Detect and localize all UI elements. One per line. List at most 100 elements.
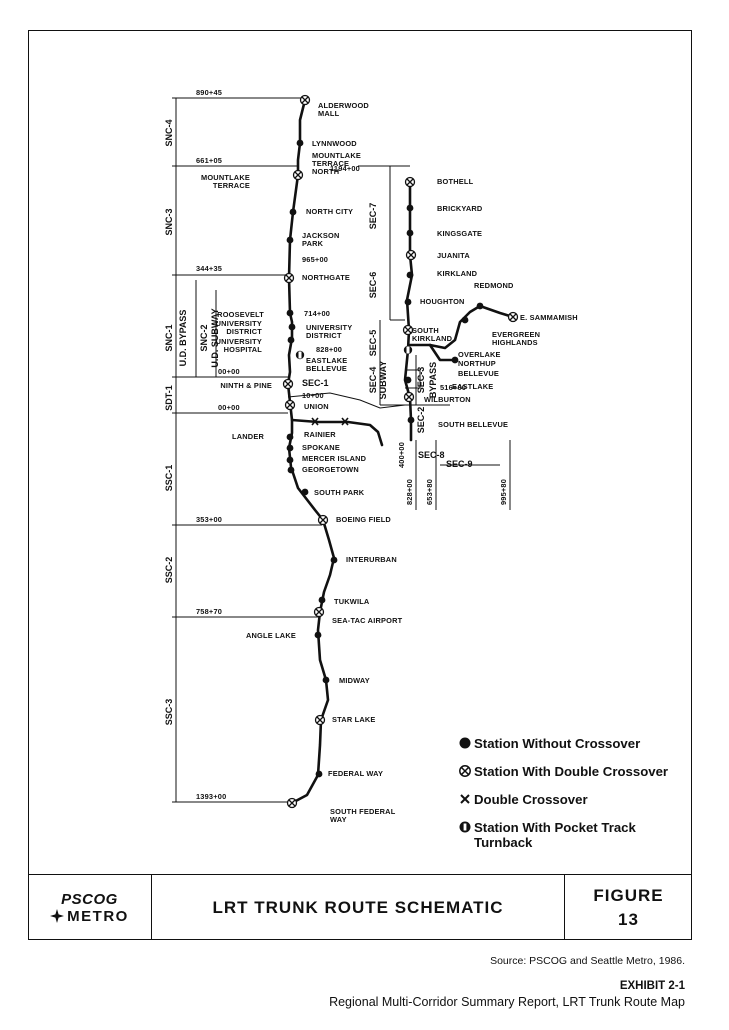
redmond-spur-line	[408, 304, 515, 350]
station-label: FEDERAL WAY	[328, 769, 383, 778]
stationing-label: 758+70	[196, 607, 222, 616]
segment-label: SNC-4	[164, 119, 174, 146]
station-double-crossover-icon	[456, 764, 474, 777]
source-note: Source: PSCOG and Seattle Metro, 1986.	[490, 955, 685, 967]
stationing-label: 653+80	[425, 479, 434, 505]
segment-label: SUBWAY	[378, 361, 388, 400]
station-label: BOEING FIELD	[336, 515, 391, 524]
segment-label: SDT-1	[164, 385, 174, 411]
legend-label: Station With Double Crossover	[474, 764, 669, 779]
stationing-label: 714+00	[304, 309, 330, 318]
stationing-label: 828+00	[405, 479, 414, 505]
overlake-spur-line	[428, 343, 457, 362]
figure-number: 13	[618, 909, 639, 929]
stationing-label: 890+45	[196, 88, 222, 97]
eastside-connector	[287, 369, 421, 409]
station-label: JUANITA	[437, 251, 470, 260]
logo-metro: METRO	[50, 908, 129, 925]
station-label: INTERURBAN	[346, 555, 397, 564]
segment-label: SNC-2	[199, 324, 209, 351]
station-label: OVERLAKE	[458, 350, 501, 359]
legend-label: Double Crossover	[474, 792, 588, 807]
segment-label: SEC-6	[368, 272, 378, 299]
station-label: HOUGHTON	[420, 297, 465, 306]
exhibit-label: EXHIBIT 2-1	[619, 980, 685, 992]
stations-pocket-track	[295, 345, 413, 360]
legend-item: Station Without Crossover	[456, 736, 686, 751]
stationing-label: 1393+00	[196, 792, 226, 801]
station-label: SOUTH BELLEVUE	[438, 420, 508, 429]
legend-item: Station With Pocket Track Turnback	[456, 820, 686, 850]
stationing-label: 00+00	[218, 367, 240, 376]
station-label: E. SAMMAMISH	[520, 313, 578, 322]
segment-label: SEC-7	[368, 203, 378, 230]
station-label: NORTH CITY	[306, 207, 353, 216]
segment-label: SEC-3	[416, 367, 426, 394]
figure-frame	[28, 30, 692, 940]
station-label: TUKWILA	[334, 597, 370, 606]
station-label: SOUTH PARK	[314, 488, 365, 497]
station-label: SEA-TAC AIRPORT	[332, 616, 403, 625]
station-label: EASTLAKE	[452, 382, 493, 391]
stationing-label: 10+00	[302, 391, 324, 400]
legend-item: Station With Double Crossover	[456, 764, 686, 779]
figure-number-block: FIGURE 13	[565, 875, 692, 940]
segment-label: SNC-1	[164, 324, 174, 351]
stationing-label: 344+35	[196, 264, 222, 273]
station-label: LANDER	[232, 432, 264, 441]
figure-label: FIGURE	[593, 885, 664, 905]
stationing-label: 353+00	[196, 515, 222, 524]
station-label: ROOSEVELT	[217, 310, 264, 319]
segment-label: SEC-5	[368, 330, 378, 357]
segment-boundaries	[172, 97, 511, 803]
stationing-label: 400+00	[397, 442, 406, 468]
legend: Station Without Crossover Station With D…	[456, 736, 686, 863]
stationing-label: 1194+00	[330, 164, 360, 173]
segment-label: SEC-1	[302, 378, 329, 388]
station-label: KIRKLAND	[437, 269, 478, 278]
segment-label: SEC-9	[446, 459, 473, 469]
stationing-labels: 890+45 661+05 1194+00 344+35 965+00 714+00 828…	[196, 88, 508, 801]
station-label: STAR LAKE	[332, 715, 376, 724]
double-crossovers	[311, 417, 349, 426]
segment-label: SEC-2	[416, 407, 426, 434]
station-label: GEORGETOWN	[302, 465, 359, 474]
stationing-label: 828+00	[316, 345, 342, 354]
station-label: KINGSGATE	[437, 229, 482, 238]
station-pocket-track-icon	[456, 820, 474, 833]
station-label: MERCER ISLAND	[302, 454, 367, 463]
station-label: NORTHGATE	[302, 273, 350, 282]
stationing-label: 965+00	[302, 255, 328, 264]
station-label: BRICKYARD	[437, 204, 483, 213]
stationing-label: 995+80	[499, 479, 508, 505]
metro-star-icon	[50, 909, 65, 923]
agency-logo: PSCOG METRO	[28, 875, 152, 940]
station-label: BELLEVUE	[458, 369, 499, 378]
segment-label: BYPASS	[428, 362, 438, 398]
station-solid-icon	[456, 736, 474, 749]
station-label: LYNNWOOD	[312, 139, 357, 148]
legend-label: Station Without Crossover	[474, 736, 641, 751]
segment-label: SSC-2	[164, 557, 174, 584]
stations-double-crossover	[282, 94, 519, 809]
legend-item: Double Crossover	[456, 792, 686, 807]
station-label: SPOKANE	[302, 443, 340, 452]
station-label: MIDWAY	[339, 676, 370, 685]
station-label: REDMOND	[474, 281, 514, 290]
station-label: RAINIER	[304, 430, 336, 439]
logo-pscog: PSCOG	[61, 890, 118, 908]
station-label: NORTHUP	[458, 359, 496, 368]
stationing-label: 661+05	[196, 156, 222, 165]
